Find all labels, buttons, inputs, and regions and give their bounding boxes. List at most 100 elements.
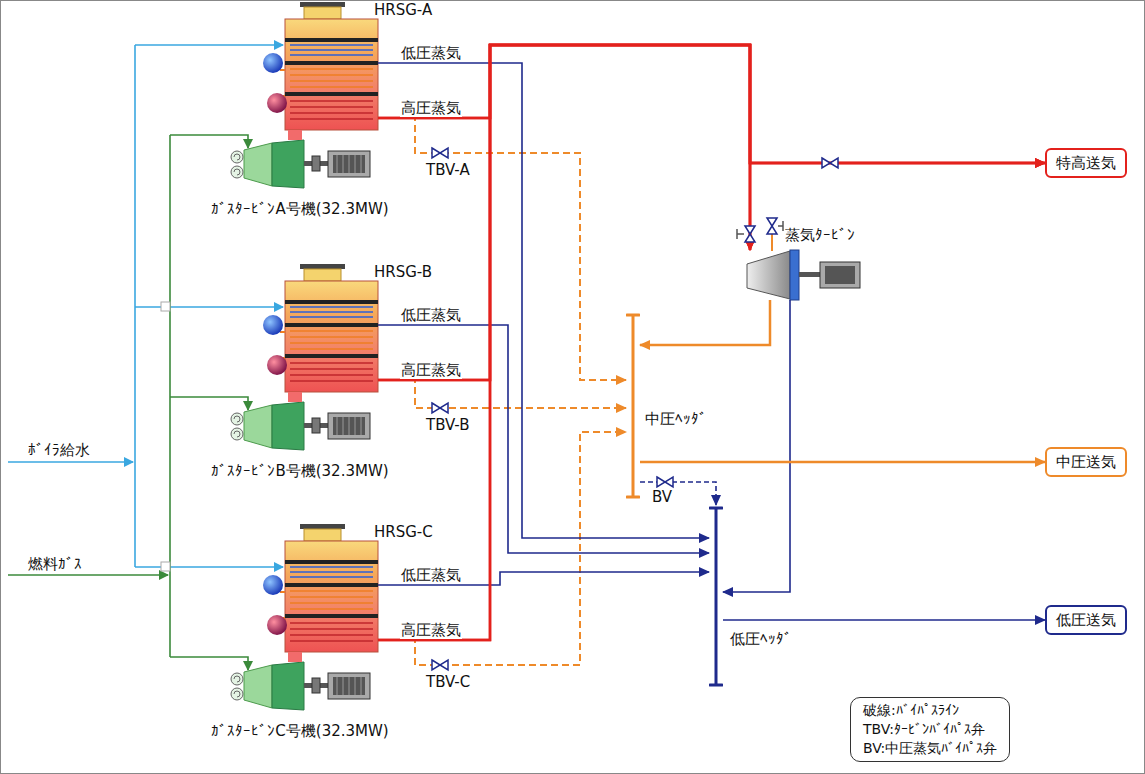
header-bar [709, 505, 723, 688]
line-label: TBV-A [425, 161, 471, 179]
steam-line [378, 45, 750, 380]
valve-symbol [432, 660, 448, 670]
gas-turbine: ｶﾞｽﾀｰﾋﾞﾝB号機(32.3MW) [228, 402, 372, 450]
hrsg-drawing [263, 524, 378, 652]
steam-line [723, 619, 1045, 621]
steam-header: 中圧ﾍｯﾀﾞ [626, 312, 640, 500]
line-label: 低圧蒸気 [400, 306, 462, 324]
line-label: 低圧蒸気 [400, 44, 462, 62]
valve-symbol [432, 148, 448, 158]
steam-line [378, 45, 750, 640]
line-label: BV [651, 488, 673, 506]
node-label: 低圧送気 [1056, 611, 1116, 629]
steam-line [378, 63, 709, 538]
node-label: 特高送気 [1056, 154, 1116, 172]
drawing-part [8, 574, 168, 576]
drawing-part [134, 45, 136, 567]
node-label: 蒸気ﾀｰﾋﾞﾝ [785, 226, 855, 244]
steam-line [378, 325, 709, 553]
legend-entry: TBV:ﾀｰﾋﾞﾝﾊﾞｲﾊﾟｽ弁 [863, 720, 997, 739]
legend-entry: BV:中圧蒸気ﾊﾞｲﾊﾟｽ弁 [863, 739, 997, 758]
junction-mark [161, 302, 170, 571]
drawing-part [135, 44, 283, 46]
steam-line [378, 432, 626, 665]
drawing-part [825, 266, 855, 284]
drawing-part [161, 562, 170, 571]
valve-symbol [432, 403, 448, 413]
header-bar [626, 312, 640, 500]
node-label: 低圧ﾍｯﾀﾞ [730, 630, 792, 648]
valve-symbol [767, 218, 777, 234]
steam-line [378, 45, 1045, 640]
line-label: 高圧蒸気 [400, 99, 462, 117]
hrsg-unit: HRSG-B [270, 280, 378, 392]
node-label: 中圧ﾍｯﾀﾞ [645, 410, 707, 428]
steam-line [378, 45, 1045, 163]
valve-symbol [657, 477, 673, 487]
hrsg-unit: HRSG-A [270, 18, 378, 130]
drawing-part [170, 135, 248, 148]
gas-turbine: ｶﾞｽﾀｰﾋﾞﾝA号機(32.3MW) [228, 140, 372, 188]
steam-line [288, 652, 302, 662]
drawing-part [8, 461, 133, 463]
node-label: HRSG-B [374, 263, 432, 281]
line-label: TBV-B [425, 416, 471, 434]
node-label: HRSG-C [374, 523, 433, 541]
line-label: 燃料ｶﾞｽ [28, 555, 82, 573]
steam-line [378, 118, 626, 380]
node-label: 中圧送気 [1056, 453, 1116, 471]
gas-turbine-drawing [231, 140, 370, 188]
steam-line [640, 461, 1045, 464]
hrsg-unit: HRSG-C [270, 540, 378, 652]
drawing-part [135, 306, 283, 308]
drawing-part [169, 135, 171, 657]
legend-entry: 破線:ﾊﾞｲﾊﾟｽﾗｲﾝ [863, 701, 997, 720]
steam-line [378, 45, 750, 250]
line-label: TBV-C [425, 673, 471, 691]
feedwater-line [8, 45, 283, 567]
drawing-part [747, 251, 790, 299]
drawing-part [135, 566, 283, 568]
valve-symbol [822, 158, 838, 168]
line-label: 高圧蒸気 [400, 621, 462, 639]
header-bar [710, 508, 722, 685]
output-box: 中圧送気 [1045, 447, 1127, 477]
drawing-part [161, 302, 170, 311]
line-label: 高圧蒸気 [400, 361, 462, 379]
drawing-part [820, 262, 860, 288]
output-box: 低圧送気 [1045, 605, 1127, 635]
valve-symbol [745, 226, 755, 242]
valve-actuator [737, 221, 783, 239]
steam-line [288, 392, 302, 402]
drawing-part [790, 250, 799, 300]
line-label: 低圧蒸気 [400, 566, 462, 584]
steam-line [640, 300, 770, 345]
drawing-part [799, 272, 820, 277]
gas-turbine-drawing [231, 662, 370, 710]
hrsg-drawing [263, 2, 378, 130]
steam-line [378, 380, 626, 408]
drawing-part [771, 233, 773, 251]
line-label: ﾎﾞｲﾗ給水 [28, 441, 90, 459]
steam-line [378, 45, 1045, 380]
node-label: ｶﾞｽﾀｰﾋﾞﾝA号機(32.3MW) [211, 200, 388, 218]
hrsg-drawing [263, 264, 378, 392]
steam-header: 低圧ﾍｯﾀﾞ [709, 505, 723, 688]
steam-line [640, 482, 716, 505]
steam-line [288, 130, 302, 140]
node-label: HRSG-A [374, 1, 432, 19]
drawing-part [170, 657, 248, 670]
header-bar [627, 315, 639, 497]
drawing-part [170, 397, 248, 410]
node-label: ｶﾞｽﾀｰﾋﾞﾝC号機(32.3MW) [211, 722, 388, 740]
node-label: ｶﾞｽﾀｰﾋﾞﾝB号機(32.3MW) [211, 462, 388, 480]
output-box: 特高送気 [1045, 148, 1127, 178]
legend-box: 破線:ﾊﾞｲﾊﾟｽﾗｲﾝTBV:ﾀｰﾋﾞﾝﾊﾞｲﾊﾟｽ弁BV:中圧蒸気ﾊﾞｲﾊﾟ… [850, 697, 1010, 762]
gas-turbine: ｶﾞｽﾀｰﾋﾞﾝC号機(32.3MW) [228, 662, 372, 710]
steam-turbine: 蒸気ﾀｰﾋﾞﾝ [745, 250, 800, 300]
